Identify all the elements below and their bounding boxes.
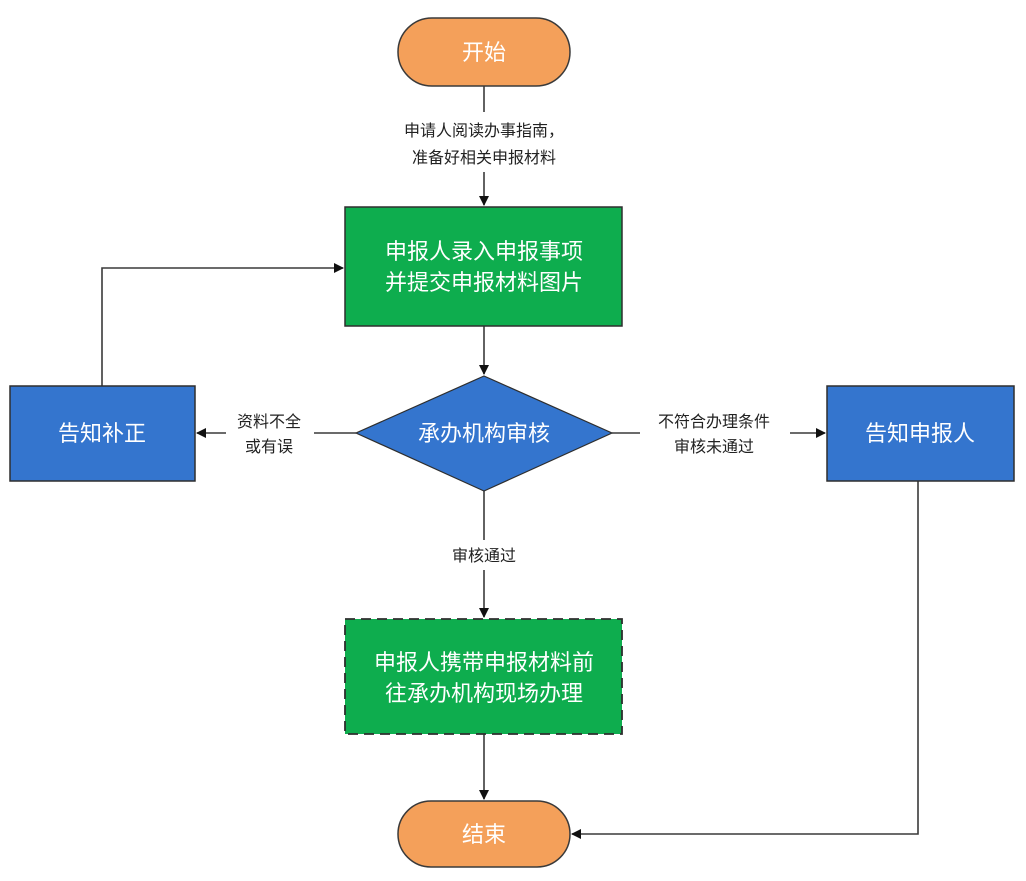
correct-label: 告知补正: [58, 422, 146, 447]
node-review: 承办机构审核: [354, 375, 614, 492]
review-decision-shape: [354, 375, 614, 492]
edge-label-line: 资料不全: [237, 412, 301, 431]
onsite-label-line: 申报人携带申报材料前: [374, 651, 594, 676]
edge-label-line: 审核未通过: [674, 437, 754, 456]
onsite-process-shape: [344, 618, 623, 735]
end-label: 结束: [462, 823, 506, 848]
edge-label-review-to-notify: 不符合办理条件 审核未通过: [640, 402, 790, 462]
edge-label-line: 或有误: [245, 437, 293, 456]
node-onsite: 申报人携带申报材料前 往承办机构现场办理: [344, 618, 623, 735]
edge-label-line: 申请人阅读办事指南，: [404, 121, 564, 140]
edge-label-line: 准备好相关申报材料: [412, 148, 556, 167]
notify-label: 告知申报人: [865, 422, 975, 447]
node-correct: 告知补正: [9, 385, 196, 482]
onsite-label-line: 往承办机构现场办理: [385, 682, 583, 707]
edge-label-line: 不符合办理条件: [658, 412, 770, 431]
edge-label-review-to-correct: 资料不全 或有误: [226, 402, 314, 462]
notify-process-shape: [826, 385, 1015, 482]
start-terminal-shape: [397, 17, 571, 87]
edge-label-review-to-onsite: 审核通过: [420, 540, 548, 570]
start-label: 开始: [462, 41, 506, 66]
node-end: 结束: [397, 800, 571, 868]
review-label: 承办机构审核: [418, 422, 550, 447]
edge-notify-to-end: [571, 481, 919, 839]
correct-process-shape: [9, 385, 196, 482]
submit-label-line: 申报人录入申报事项: [385, 240, 583, 265]
edge-label-start-to-submit: 申请人阅读办事指南， 准备好相关申报材料: [360, 112, 610, 172]
edge-correct-to-submit: [101, 263, 344, 386]
node-notify: 告知申报人: [826, 385, 1015, 482]
submit-process-shape: [344, 206, 623, 327]
node-start: 开始: [397, 17, 571, 87]
edge-label-line: 审核通过: [452, 546, 516, 565]
end-terminal-shape: [397, 800, 571, 868]
submit-label-line: 并提交申报材料图片: [385, 271, 583, 296]
node-submit: 申报人录入申报事项 并提交申报材料图片: [344, 206, 623, 327]
